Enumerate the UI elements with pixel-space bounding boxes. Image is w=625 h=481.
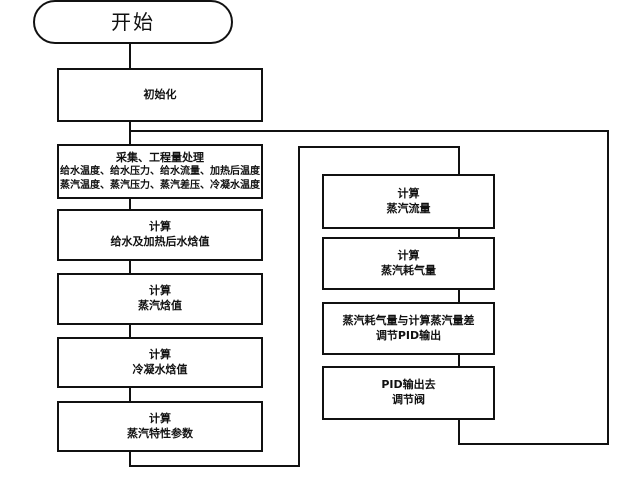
steam-flow-box: 计算 蒸汽流量 bbox=[322, 174, 495, 229]
pid-adjust-line-1: 蒸汽耗气量与计算蒸汽量差 bbox=[342, 313, 475, 327]
data-acquisition-line-2: 蒸汽温度、蒸汽压力、蒸汽差压、冷凝水温度 bbox=[60, 179, 260, 191]
condensate-enthalpy-text: 冷凝水焓值 bbox=[132, 362, 188, 376]
steam-properties-title: 计算 bbox=[149, 411, 171, 425]
pid-adjust-box: 蒸汽耗气量与计算蒸汽量差 调节PID输出 bbox=[322, 302, 495, 355]
steam-properties-text: 蒸汽特性参数 bbox=[127, 426, 193, 440]
steam-properties-box: 计算 蒸汽特性参数 bbox=[57, 401, 263, 452]
data-acquisition-box: 采集、工程量处理 给水温度、给水压力、给水流量、加热后温度 蒸汽温度、蒸汽压力、… bbox=[57, 144, 263, 199]
pid-output-line-1: PID输出去 bbox=[381, 378, 436, 392]
init-label: 初始化 bbox=[143, 87, 177, 101]
pid-adjust-line-2: 调节PID输出 bbox=[375, 328, 442, 342]
init-box: 初始化 bbox=[57, 68, 263, 122]
condensate-enthalpy-box: 计算 冷凝水焓值 bbox=[57, 337, 263, 388]
start-label: 开始 bbox=[111, 9, 155, 34]
steam-consumption-text: 蒸汽耗气量 bbox=[381, 263, 436, 277]
steam-consumption-title: 计算 bbox=[397, 248, 420, 262]
feedwater-enthalpy-text: 给水及加热后水焓值 bbox=[110, 235, 210, 248]
steam-enthalpy-text: 蒸汽焓值 bbox=[138, 299, 182, 312]
feedwater-enthalpy-box: 计算 给水及加热后水焓值 bbox=[57, 209, 263, 261]
pid-output-line-2: 调节阀 bbox=[392, 393, 425, 406]
data-acquisition-title: 采集、工程量处理 bbox=[116, 150, 204, 164]
connector-left-to-right-column bbox=[129, 146, 460, 467]
start-terminal: 开始 bbox=[33, 0, 233, 44]
loop-return-connector bbox=[129, 130, 609, 445]
condensate-enthalpy-title: 计算 bbox=[149, 347, 171, 361]
data-acquisition-line-1: 给水温度、给水压力、给水流量、加热后温度 bbox=[60, 166, 260, 178]
steam-flow-text: 蒸汽流量 bbox=[386, 201, 431, 215]
steam-enthalpy-title: 计算 bbox=[149, 284, 171, 298]
steam-enthalpy-box: 计算 蒸汽焓值 bbox=[57, 273, 263, 325]
steam-consumption-box: 计算 蒸汽耗气量 bbox=[322, 237, 495, 290]
steam-flow-title: 计算 bbox=[397, 186, 420, 200]
feedwater-enthalpy-title: 计算 bbox=[149, 220, 171, 234]
pid-output-box: PID输出去 调节阀 bbox=[322, 366, 495, 420]
